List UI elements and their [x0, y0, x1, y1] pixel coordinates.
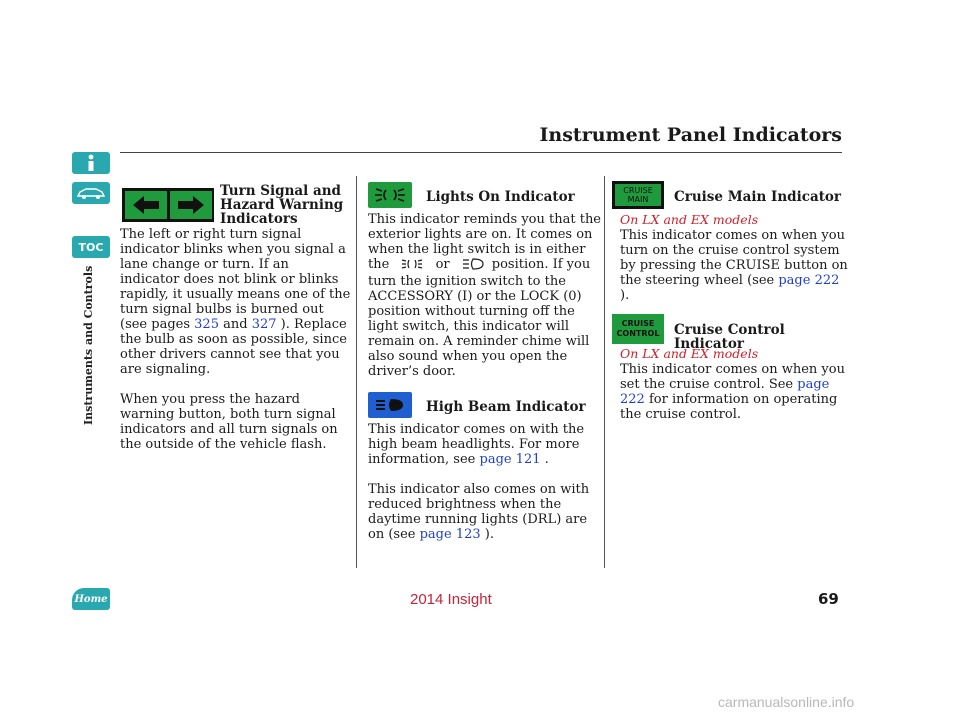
home-button[interactable]: Home — [72, 588, 110, 610]
cruise-main-icon-text-2: MAIN — [627, 195, 649, 204]
headlight-switch-icon — [462, 258, 484, 274]
cruise-main-text: This indicator comes on when you turn on… — [620, 228, 848, 303]
cruise-main-heading: Cruise Main Indicator — [674, 189, 842, 205]
page-link-123[interactable]: page 123 — [419, 527, 481, 542]
watermark: carmanualsonline.info — [718, 694, 855, 710]
toc-button[interactable]: TOC — [72, 236, 110, 258]
high-beam-icon — [376, 399, 403, 411]
parking-light-switch-icon — [401, 258, 423, 274]
toc-label: TOC — [78, 240, 104, 254]
high-beam-text: This indicator comes on with the high be… — [368, 422, 602, 557]
page-number: 69 — [818, 590, 839, 608]
cruise-control-text: This indicator comes on when you set the… — [620, 362, 845, 422]
vehicle-button[interactable] — [72, 182, 110, 204]
cruise-control-model-note: On LX and EX models — [620, 346, 759, 361]
turn-signal-paragraph-1: The left or right turn signal indicator … — [120, 227, 351, 377]
turn-signal-heading: Turn Signal and Hazard Warning Indicator… — [220, 183, 344, 227]
info-button[interactable] — [72, 152, 110, 174]
cruise-main-model-note: On LX and EX models — [620, 212, 759, 227]
right-arrow-icon — [169, 191, 212, 219]
home-label: Home — [74, 593, 108, 605]
column-divider-2 — [604, 176, 605, 568]
lights-on-indicator — [368, 182, 412, 208]
turn-signal-indicator — [122, 188, 214, 222]
turn-signal-text: The left or right turn signal indicator … — [120, 227, 352, 467]
high-beam-paragraph-1: This indicator comes on with the high be… — [368, 422, 585, 467]
left-arrow-icon — [124, 191, 167, 219]
cruise-control-indicator: CRUISE CONTROL — [612, 314, 664, 344]
car-icon — [76, 188, 106, 199]
page-link-325[interactable]: 325 — [194, 317, 219, 332]
lights-on-text: This indicator reminds you that the exte… — [368, 212, 602, 379]
turn-signal-paragraph-2: When you press the hazard warning button… — [120, 392, 338, 452]
page-link-222-control[interactable]: page 222 — [620, 377, 830, 407]
cruise-main-icon-text-1: CRUISE — [623, 186, 653, 195]
high-beam-heading: High Beam Indicator — [426, 399, 586, 415]
footer-model-name: 2014 Insight — [410, 591, 492, 608]
cruise-control-heading: Cruise Control Indicator — [674, 322, 785, 352]
high-beam-indicator — [368, 392, 412, 418]
cruise-main-indicator: CRUISE MAIN — [612, 181, 664, 209]
section-side-label: Instruments and Controls — [82, 265, 95, 425]
info-icon — [88, 154, 94, 171]
lights-on-heading: Lights On Indicator — [426, 189, 575, 205]
title-divider — [120, 152, 842, 153]
parking-light-icon — [375, 188, 405, 202]
high-beam-paragraph-2: This indicator also comes on with reduce… — [368, 482, 590, 542]
page-title: Instrument Panel Indicators — [539, 124, 842, 146]
column-divider-1 — [356, 176, 357, 568]
cruise-control-icon-text-1: CRUISE — [621, 319, 655, 328]
page-link-222-main[interactable]: page 222 — [778, 273, 840, 288]
page-link-327[interactable]: 327 — [251, 317, 277, 332]
cruise-control-icon-text-2: CONTROL — [616, 329, 660, 338]
page-link-121[interactable]: page 121 — [479, 452, 541, 467]
